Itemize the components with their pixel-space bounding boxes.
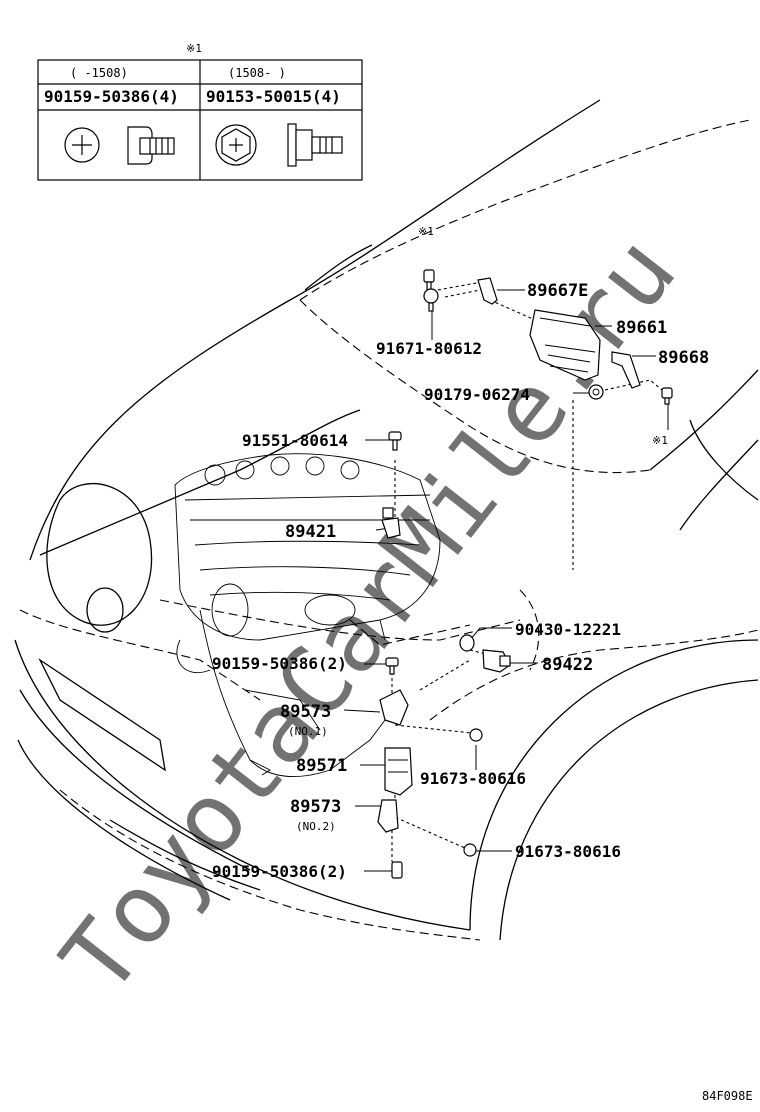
bolt-91671 bbox=[423, 288, 439, 312]
bracket-89573-no2 bbox=[377, 799, 399, 833]
callout-89573-no1: 89573 bbox=[280, 702, 331, 722]
bolt-91673-upper bbox=[469, 728, 483, 742]
nut-90179 bbox=[588, 384, 604, 400]
engine-sketch bbox=[174, 453, 441, 778]
bolt-91551 bbox=[388, 431, 402, 451]
callout-91673-80616-upper: 91673-80616 bbox=[420, 769, 526, 788]
callout-89571: 89571 bbox=[296, 756, 347, 776]
note-mark-right-bolt: ※1 bbox=[652, 434, 668, 447]
note-mark-upper-bolt: ※1 bbox=[418, 225, 434, 238]
callout-89421: 89421 bbox=[285, 522, 336, 542]
callout-90430-12221: 90430-12221 bbox=[515, 620, 621, 639]
table-note-mark: ※1 bbox=[186, 42, 202, 55]
callout-89573-no2: 89573 bbox=[290, 797, 341, 817]
callout-89422: 89422 bbox=[542, 655, 593, 675]
pan-head-screw-side-icon bbox=[127, 126, 175, 165]
table-col1-part: 90159-50386(4) bbox=[44, 87, 179, 106]
sensor-89422 bbox=[482, 649, 511, 673]
bolt-91673-lower bbox=[463, 843, 477, 857]
callout-90159-50386-upper: 90159-50386(2) bbox=[212, 654, 347, 673]
callout-90159-50386-lower: 90159-50386(2) bbox=[212, 862, 347, 881]
bracket-89573-no1 bbox=[379, 689, 409, 726]
hex-flange-bolt-top-icon bbox=[215, 124, 257, 166]
callout-89667e: 89667E bbox=[527, 281, 588, 301]
phillips-screw-head-icon bbox=[64, 127, 100, 163]
callout-89668: 89668 bbox=[658, 348, 709, 368]
fastener-table: ※1 ( -1508) (1508- ) 90159-50386(4) 9015… bbox=[37, 42, 363, 181]
table-col2-range: (1508- ) bbox=[228, 66, 286, 80]
callout-90179-06274: 90179-06274 bbox=[424, 385, 530, 404]
washer-90430 bbox=[459, 634, 475, 652]
screw-upper bbox=[423, 269, 435, 292]
callout-91551-80614: 91551-80614 bbox=[242, 431, 348, 450]
table-col1-range: ( -1508) bbox=[70, 66, 128, 80]
callout-89573-no2-sub: (NO.2) bbox=[296, 820, 336, 833]
sensor-89421 bbox=[381, 507, 401, 539]
table-col2-part: 90153-50015(4) bbox=[206, 87, 341, 106]
callout-91671-80612: 91671-80612 bbox=[376, 339, 482, 358]
parts bbox=[377, 269, 673, 879]
bolt-90159-upper bbox=[385, 657, 399, 675]
callout-91673-80616-lower: 91673-80616 bbox=[515, 842, 621, 861]
callout-89573-no1-sub: (NO.1) bbox=[288, 725, 328, 738]
callouts: ※1 89667E 89661 89668 91671-80612 90179-… bbox=[212, 225, 709, 881]
ecu-89661 bbox=[529, 309, 601, 381]
screw-right bbox=[661, 387, 673, 405]
watermark: ToyotaCarMile.ru bbox=[40, 216, 698, 1014]
sensor-89571 bbox=[384, 747, 413, 796]
car-body-outline bbox=[14, 99, 759, 941]
callout-89661: 89661 bbox=[616, 318, 667, 338]
hex-flange-bolt-side-icon bbox=[287, 123, 343, 167]
figure-code: 84F098E bbox=[702, 1089, 753, 1103]
bolt-90159-lower bbox=[391, 861, 403, 879]
bracket-89667e bbox=[477, 277, 498, 305]
bracket-89668 bbox=[611, 351, 641, 389]
